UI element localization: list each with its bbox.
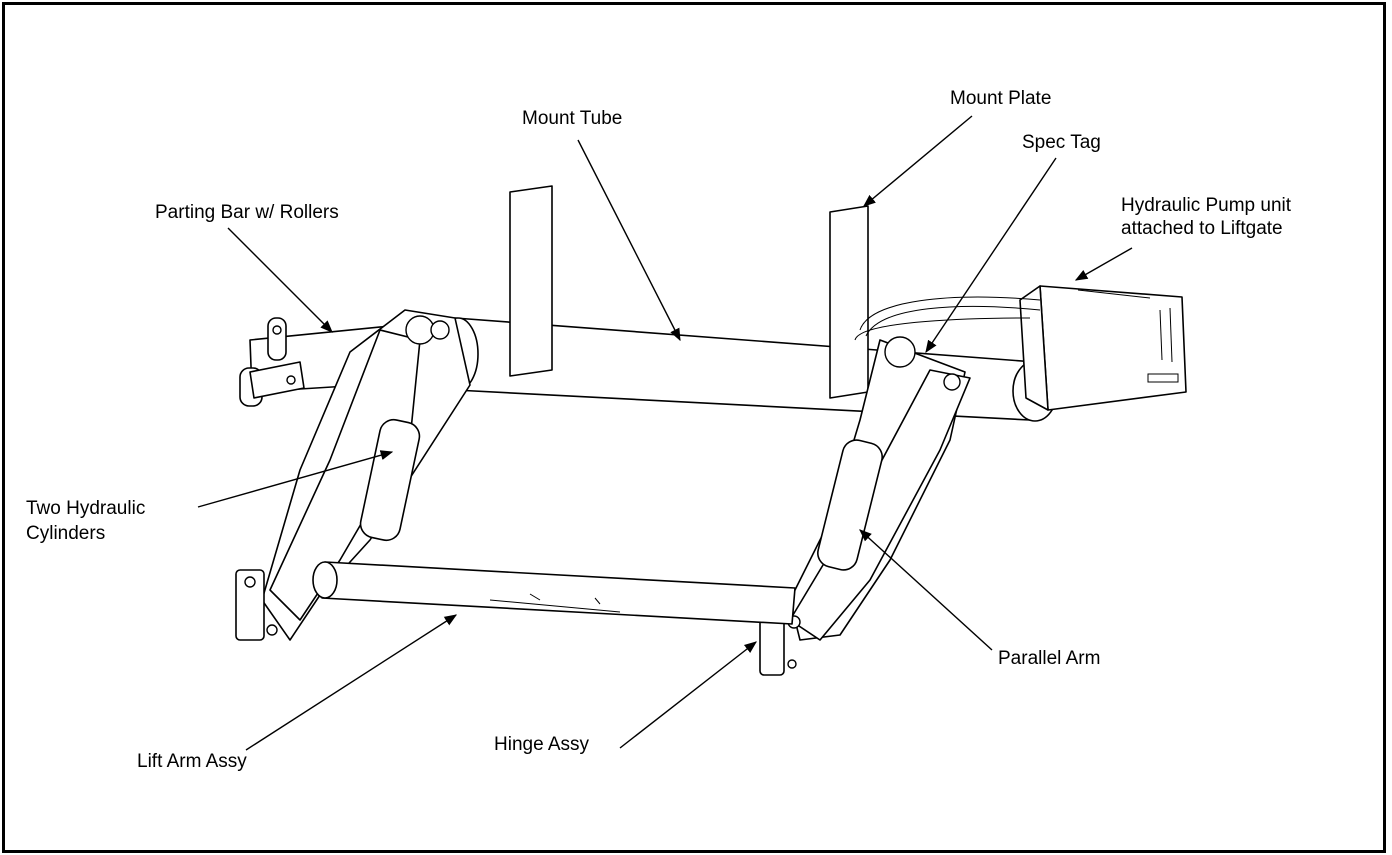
label-parting-bar: Parting Bar w/ Rollers	[155, 202, 339, 223]
label-spec-tag: Spec Tag	[1022, 132, 1101, 153]
mount-plate-left	[509, 185, 553, 377]
label-hydraulic-pump-line2: attached to Liftgate	[1121, 218, 1283, 239]
hydraulic-pump-unit-shape	[1019, 285, 1187, 411]
label-lift-arm-assy: Lift Arm Assy	[137, 751, 247, 772]
label-mount-plate: Mount Plate	[950, 88, 1052, 109]
label-hydraulic-pump-line1: Hydraulic Pump unit	[1121, 195, 1292, 216]
label-parallel-arm: Parallel Arm	[998, 648, 1101, 669]
mount-plate-right	[829, 205, 869, 399]
lift-arm-tube-shape	[312, 561, 796, 625]
right-arm-assembly	[759, 336, 971, 676]
label-two-cylinders-line2: Cylinders	[26, 523, 106, 544]
label-hinge-assy: Hinge Assy	[494, 734, 590, 755]
label-mount-tube: Mount Tube	[522, 108, 623, 129]
label-two-cylinders-line1: Two Hydraulic	[26, 498, 146, 519]
left-arm-assembly	[235, 309, 471, 641]
callout-lines	[197, 115, 1133, 751]
